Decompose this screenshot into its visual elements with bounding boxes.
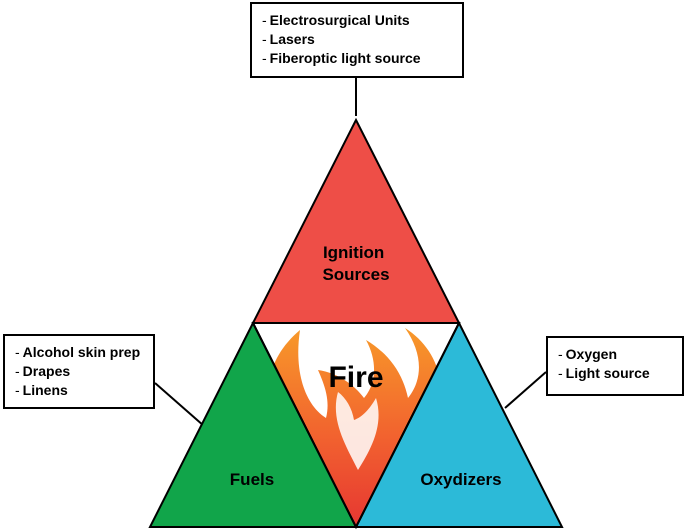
ignition-sources-label: Ignition Sources xyxy=(322,243,389,284)
fuels-list: -Alcohol skin prep -Drapes -Linens xyxy=(15,343,143,400)
connector-right xyxy=(504,371,547,409)
list-item: -Alcohol skin prep xyxy=(15,344,141,360)
list-item: -Fiberoptic light source xyxy=(262,50,421,66)
list-item: -Drapes xyxy=(15,363,71,379)
center-outline xyxy=(251,322,461,530)
fire-label: Fire xyxy=(328,361,383,394)
fuels-callout: -Alcohol skin prep -Drapes -Linens xyxy=(3,334,155,409)
ignition-sources-list: -Electrosurgical Units -Lasers -Fiberopt… xyxy=(262,11,452,68)
ignition-sources-callout: -Electrosurgical Units -Lasers -Fiberopt… xyxy=(250,2,464,78)
fuels-label: Fuels xyxy=(230,470,274,489)
oxidizers-list: -Oxygen -Light source xyxy=(558,345,672,383)
list-item: -Linens xyxy=(15,382,68,398)
oxidizers-callout: -Oxygen -Light source xyxy=(546,336,684,396)
oxidizers-label: Oxydizers xyxy=(420,470,501,489)
list-item: -Lasers xyxy=(262,31,315,47)
list-item: -Light source xyxy=(558,365,650,381)
ignition-sources-triangle xyxy=(251,117,461,324)
list-item: -Electrosurgical Units xyxy=(262,12,410,28)
connector-left xyxy=(154,382,205,427)
list-item: -Oxygen xyxy=(558,346,618,362)
